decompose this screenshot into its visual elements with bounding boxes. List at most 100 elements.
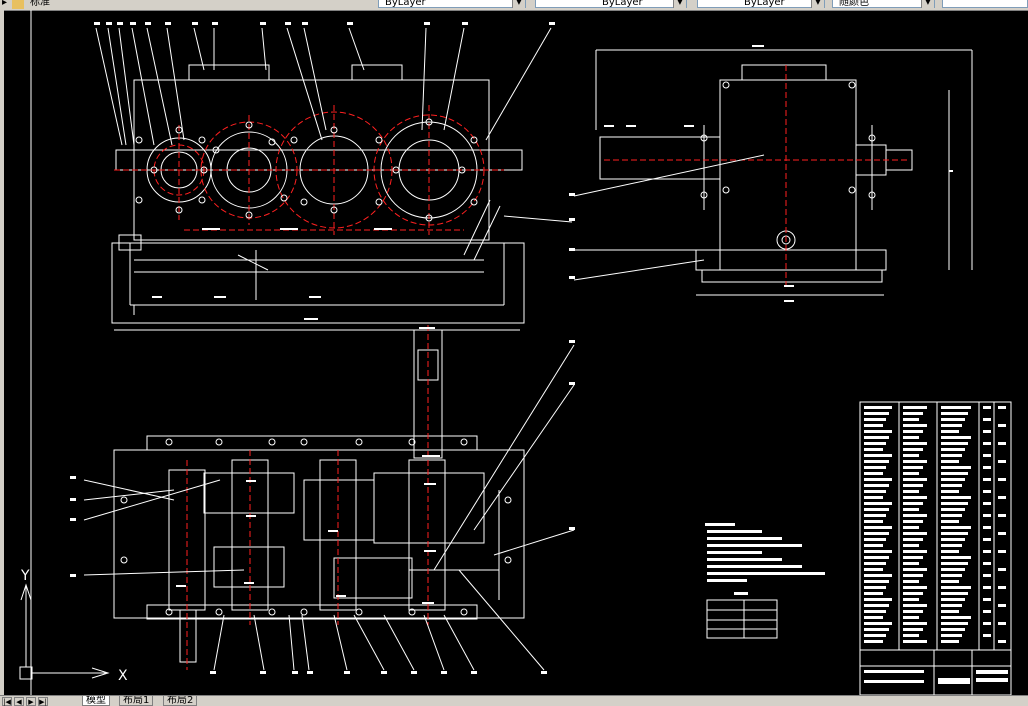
parts-list-cell bbox=[941, 574, 962, 577]
tech-note-text bbox=[707, 530, 762, 533]
parts-list-cell bbox=[903, 610, 923, 613]
bolt-hole bbox=[330, 206, 338, 214]
extra-dropdown[interactable] bbox=[942, 0, 1028, 8]
parts-list-cell bbox=[903, 526, 919, 529]
parts-list-cell bbox=[903, 406, 927, 409]
drawing-canvas[interactable]: Y X bbox=[4, 10, 1028, 695]
parts-list-cell bbox=[903, 628, 923, 631]
bolt-hole bbox=[175, 126, 183, 134]
parts-list-cell bbox=[983, 634, 991, 637]
style-icon[interactable] bbox=[12, 0, 24, 9]
parts-list-cell bbox=[864, 478, 892, 481]
parts-list-cell bbox=[864, 412, 889, 415]
parts-list-cell bbox=[983, 454, 991, 457]
parts-list-cell bbox=[941, 514, 962, 517]
balloon-number bbox=[471, 671, 477, 674]
bolt-hole bbox=[425, 214, 433, 222]
bolt-hole bbox=[722, 186, 730, 194]
chevron-down-icon[interactable]: ▼ bbox=[512, 0, 525, 8]
dimension-label bbox=[246, 515, 256, 517]
balloon-number bbox=[70, 518, 76, 521]
properties-toolbar: ▸ 标准 ByLayer ▼ ByLayer ▼ ByLayer ▼ 随颜色 ▼ bbox=[0, 0, 1028, 11]
parts-list-cell bbox=[998, 550, 1006, 553]
balloon-number bbox=[569, 382, 575, 385]
parts-list-cell bbox=[941, 568, 965, 571]
parts-list-cell bbox=[864, 574, 892, 577]
parts-list-cell bbox=[941, 442, 968, 445]
parts-list-cell bbox=[998, 514, 1006, 517]
parts-list-cell bbox=[903, 592, 923, 595]
bolt-hole bbox=[425, 118, 433, 126]
parts-list-cell bbox=[983, 610, 991, 613]
parts-list-cell bbox=[941, 628, 965, 631]
bolt-hole bbox=[504, 496, 512, 504]
parts-list-cell bbox=[941, 496, 971, 499]
parts-list-cell bbox=[998, 496, 1006, 499]
balloon-number bbox=[130, 22, 136, 25]
parts-list-cell bbox=[864, 532, 889, 535]
dimension-label bbox=[280, 228, 298, 230]
parts-list-cell bbox=[941, 592, 968, 595]
balloon-number bbox=[541, 671, 547, 674]
bolt-hole bbox=[408, 608, 416, 616]
plotstyle-dropdown[interactable]: 随颜色 ▼ bbox=[832, 0, 935, 8]
parts-list-cell bbox=[983, 574, 991, 577]
parts-list-cell bbox=[983, 514, 991, 517]
balloon-number bbox=[212, 22, 218, 25]
bolt-hole bbox=[215, 608, 223, 616]
balloon-number bbox=[117, 22, 123, 25]
parts-list-cell bbox=[864, 616, 883, 619]
parts-list-cell bbox=[864, 418, 886, 421]
linetype-dropdown[interactable]: ByLayer ▼ bbox=[697, 0, 825, 8]
bolt-hole bbox=[215, 438, 223, 446]
parts-list-cell bbox=[941, 478, 965, 481]
tech-note-text bbox=[705, 523, 735, 526]
parts-list-cell bbox=[903, 466, 923, 469]
bolt-hole bbox=[504, 556, 512, 564]
parts-list-cell bbox=[983, 502, 991, 505]
annotation-text-blocks bbox=[70, 22, 1008, 684]
plan-view bbox=[113, 329, 525, 663]
toolbar-button[interactable]: ▸ bbox=[2, 0, 8, 8]
style-name[interactable]: 标准 bbox=[30, 0, 50, 8]
layout-tab-bar: |◀ ◀ ▶ ▶| 模型 布局1 布局2 bbox=[0, 695, 1028, 706]
parts-list-cell bbox=[941, 502, 968, 505]
bolt-hole bbox=[280, 194, 288, 202]
dimension-label bbox=[626, 125, 636, 127]
parts-list-cell bbox=[903, 604, 927, 607]
chevron-down-icon[interactable]: ▼ bbox=[811, 0, 824, 8]
parts-list-cell bbox=[998, 478, 1006, 481]
parts-list-cell bbox=[864, 610, 886, 613]
title-block-text bbox=[938, 678, 970, 684]
parts-list-cell bbox=[941, 466, 971, 469]
parts-list-cell bbox=[864, 454, 892, 457]
chevron-down-icon[interactable]: ▼ bbox=[673, 0, 686, 8]
parts-list-cell bbox=[903, 418, 919, 421]
parts-list-cell bbox=[941, 634, 962, 637]
parts-list-cell bbox=[941, 418, 965, 421]
dimension-label bbox=[244, 582, 254, 584]
side-view-leaders bbox=[503, 154, 765, 281]
chevron-down-icon[interactable]: ▼ bbox=[921, 0, 934, 8]
bolt-hole bbox=[355, 608, 363, 616]
parts-list-cell bbox=[941, 490, 959, 493]
dimension-label bbox=[422, 455, 440, 457]
parts-list-cell bbox=[903, 550, 927, 553]
balloon-number bbox=[441, 671, 447, 674]
bolt-hole bbox=[460, 438, 468, 446]
dimension-label bbox=[152, 296, 162, 298]
layer-dropdown[interactable]: ByLayer ▼ bbox=[378, 0, 526, 8]
parts-list-cell bbox=[941, 448, 965, 451]
bolt-hole bbox=[722, 81, 730, 89]
plotstyle-value: 随颜色 bbox=[839, 0, 869, 8]
color-dropdown[interactable]: ByLayer ▼ bbox=[535, 0, 687, 8]
parts-list-cell bbox=[941, 550, 959, 553]
balloon-number bbox=[549, 22, 555, 25]
parts-list-cell bbox=[864, 436, 889, 439]
parts-list-cell bbox=[941, 424, 962, 427]
parts-list-cell bbox=[983, 550, 991, 553]
parts-list-cell bbox=[903, 574, 923, 577]
parts-list-cell bbox=[941, 562, 968, 565]
dimension-label bbox=[304, 318, 318, 320]
balloon-number bbox=[210, 671, 216, 674]
